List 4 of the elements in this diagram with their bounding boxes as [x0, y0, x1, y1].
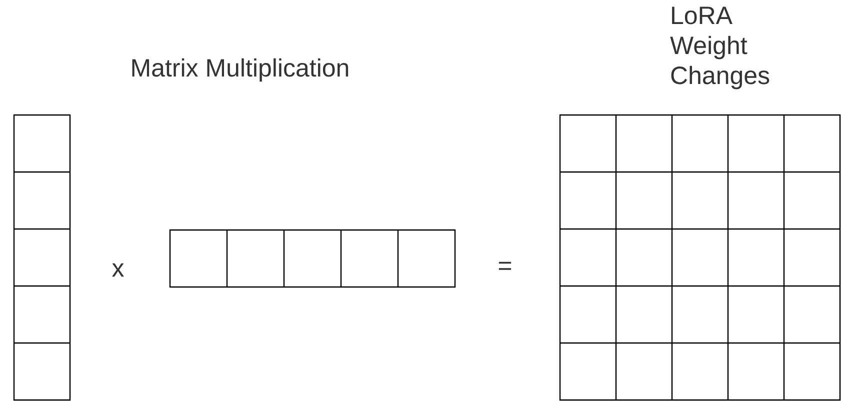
heading: Matrix Multiplication [132, 58, 348, 82]
operator-symbol: = [498, 262, 512, 270]
operator-symbol: x [112, 263, 124, 277]
heading: LoRA Weight Changes [670, 6, 770, 90]
